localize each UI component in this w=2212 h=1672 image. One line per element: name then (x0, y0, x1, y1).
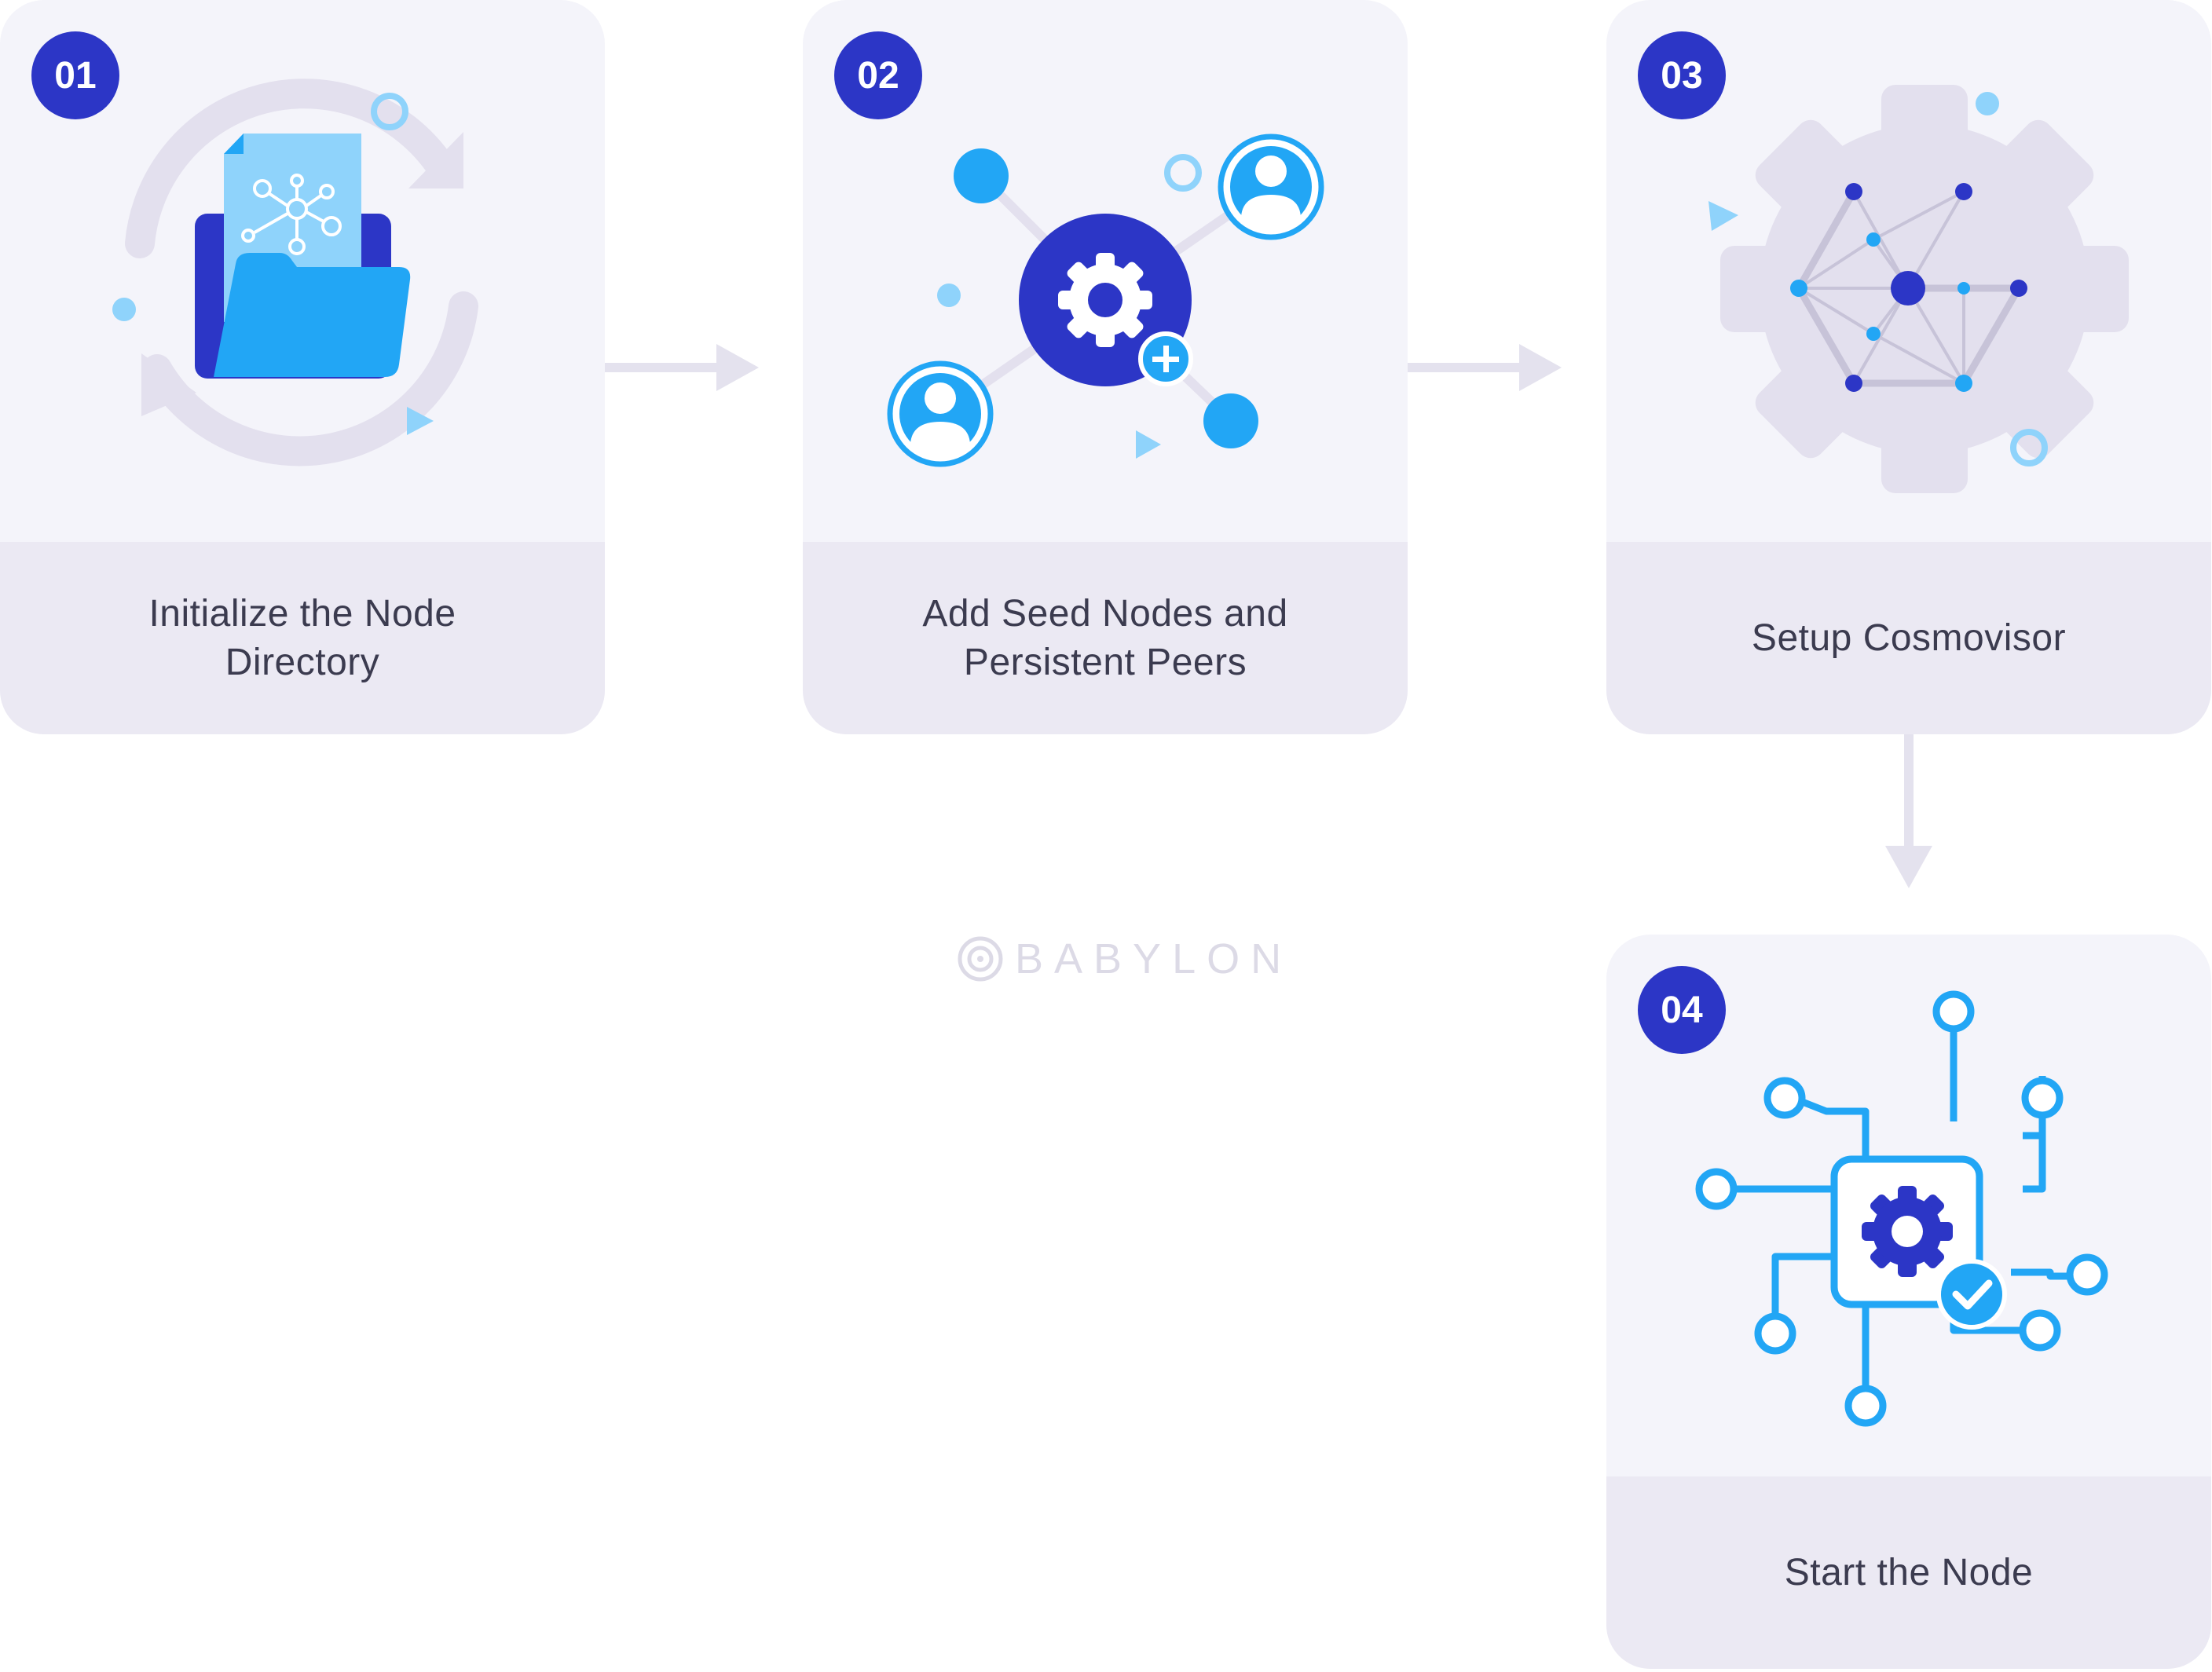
step-title: Start the Node (1784, 1551, 2034, 1593)
step-card-3: 03 (1606, 0, 2211, 734)
network-peers-icon (887, 134, 1324, 467)
step-card-4: 04 (1606, 935, 2211, 1669)
step-label-area: Initialize the Node Directory (0, 542, 605, 734)
gear-network-icon (1708, 85, 2129, 493)
watermark-text: BABYLON (1015, 935, 1293, 982)
step-number-badge: 04 (1638, 966, 1726, 1054)
arrow-down-icon (1885, 734, 1932, 888)
folder-network-icon (112, 79, 478, 466)
babylon-logo-icon (958, 936, 1003, 982)
step-number-badge: 02 (834, 31, 922, 119)
step-title: Add Seed Nodes and Persistent Peers (922, 592, 1288, 683)
step-number-badge: 03 (1638, 31, 1726, 119)
arrow-right-icon (1408, 344, 1562, 391)
circuit-chip-check-icon (1695, 990, 2108, 1427)
step-number-badge: 01 (31, 31, 119, 119)
arrow-right-icon (605, 344, 759, 391)
step-title: Setup Cosmovisor (1751, 616, 2067, 659)
step-label-area: Setup Cosmovisor (1606, 542, 2211, 734)
babylon-watermark: BABYLON (957, 935, 1292, 983)
step-title: Initialize the Node Directory (148, 592, 456, 683)
step-card-1: 01 Initialize the Node Directory (0, 0, 605, 734)
step-label-area: Add Seed Nodes and Persistent Peers (803, 542, 1408, 734)
step-card-2: 02 (803, 0, 1408, 734)
step-label-area: Start the Node (1606, 1476, 2211, 1669)
